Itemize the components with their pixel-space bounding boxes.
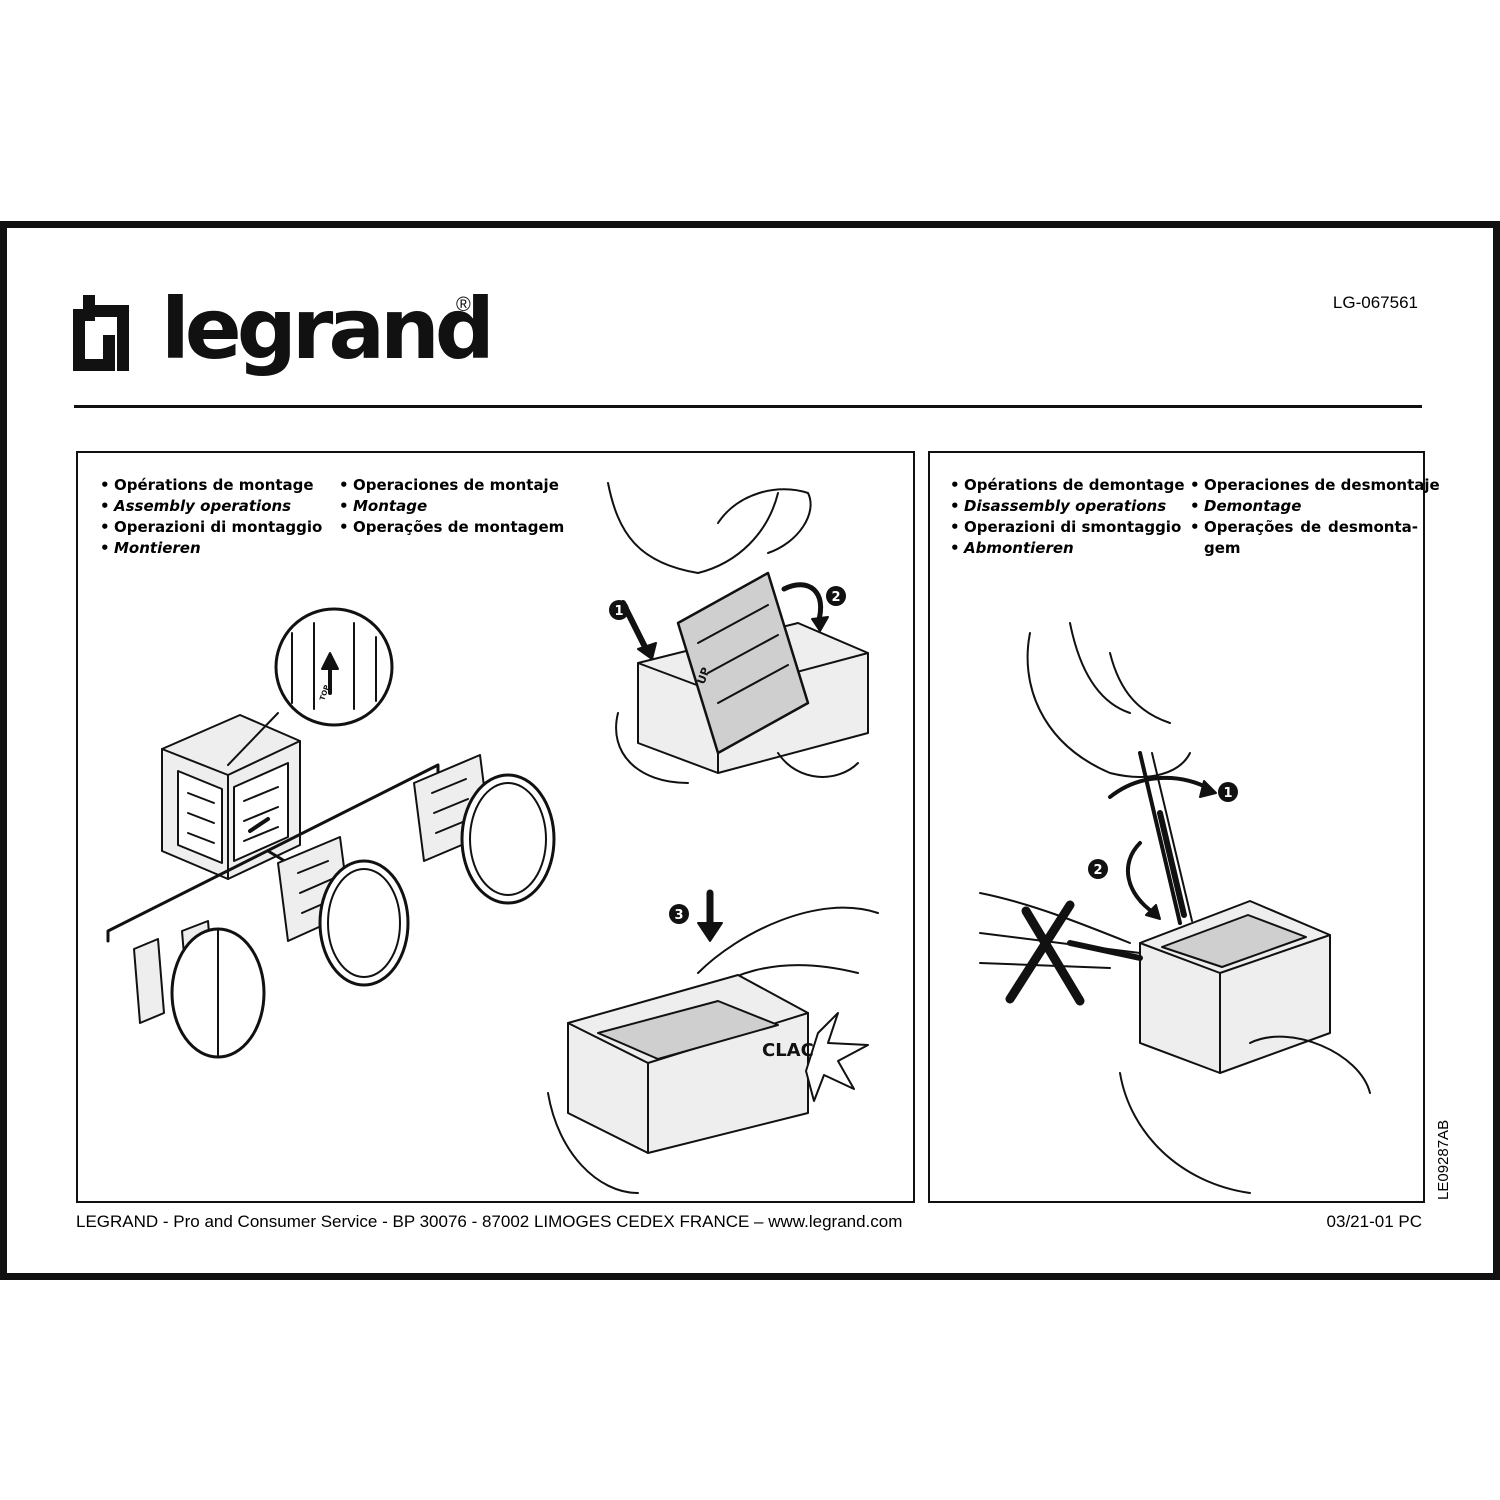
disassembly-title-it: Operazioni di smontaggio xyxy=(950,517,1185,538)
rotation-arrows xyxy=(1108,775,1217,920)
disassembly-panel: Opérations de demontage Disassembly oper… xyxy=(928,451,1440,1203)
up-label: UP xyxy=(695,666,713,686)
step-number-1: 1 xyxy=(1223,786,1232,801)
assembly-title-it: Operazioni di montaggio xyxy=(100,517,322,538)
step-marker-2: 2 xyxy=(826,586,846,606)
header-rule xyxy=(74,405,1422,408)
step-number-3: 3 xyxy=(674,908,683,923)
step-number-2: 2 xyxy=(831,590,840,605)
disassembly-title-pt: Operações de desmonta-gem xyxy=(1190,517,1418,559)
assembly-title-nl: Montage xyxy=(339,496,564,517)
document-code: LE09287AB xyxy=(1430,1104,1460,1200)
registered-mark: ® xyxy=(456,294,471,316)
step-marker-1: 1 xyxy=(1218,782,1238,802)
mechanism-overview xyxy=(161,607,394,880)
disassembly-title-en: Disassembly operations xyxy=(950,496,1185,517)
disassembly-title-es: Operaciones de desmontaje xyxy=(1190,475,1440,496)
base-mechanism xyxy=(1119,900,1371,1194)
logo-wordmark: legrand xyxy=(161,280,495,378)
disassembly-title-nl: Demontage xyxy=(1190,496,1418,517)
instruction-sheet xyxy=(0,221,1500,1280)
assembly-panel: Opérations de montage Assembly operation… xyxy=(76,451,915,1203)
step-insert-illustration xyxy=(607,482,869,784)
disassembly-titles-col1: Opérations de demontage Disassembly oper… xyxy=(950,475,1185,559)
step-number-2: 2 xyxy=(1093,863,1102,878)
disassembly-title-de: Abmontieren xyxy=(950,538,1185,559)
step-marker-2: 2 xyxy=(1088,859,1108,879)
assembly-title-en: Assembly operations xyxy=(100,496,322,517)
assembly-title-es: Operaciones de montaje xyxy=(339,475,564,496)
wrong-method-crossed xyxy=(979,892,1143,1006)
footer-date: 03/21-01 PC xyxy=(1326,1212,1422,1231)
document-code-text: LE09287AB xyxy=(1435,1119,1452,1200)
assembly-title-pt: Operações de montagem xyxy=(339,517,564,538)
disassembly-illustration: 1 2 xyxy=(979,622,1371,1194)
assembly-titles-col2: Operaciones de montaje Montage Operações… xyxy=(339,475,564,538)
legrand-logo: legrand ® xyxy=(73,287,495,403)
option-bracket xyxy=(106,763,440,943)
hand-with-screwdriver xyxy=(1026,622,1193,925)
footer-address: LEGRAND - Pro and Consumer Service - BP … xyxy=(76,1212,903,1231)
disassembly-title-fr: Opérations de demontage xyxy=(950,475,1185,496)
assembly-title-fr: Opérations de montage xyxy=(100,475,322,496)
product-reference: LG-067561 xyxy=(1332,293,1418,312)
assembly-illustration: 1 2 3 CLAC UP TOP xyxy=(106,482,879,1194)
clac-label: CLAC xyxy=(762,1040,814,1061)
disassembly-titles-col2: Operaciones de desmontaje Demontage Oper… xyxy=(1190,475,1440,559)
step-marker-1: 1 xyxy=(609,600,629,620)
step-clip-illustration xyxy=(547,889,879,1194)
assembly-titles-col1: Opérations de montage Assembly operation… xyxy=(100,475,322,559)
assembly-title-de: Montieren xyxy=(100,538,322,559)
step-marker-3: 3 xyxy=(669,904,689,924)
step-number-1: 1 xyxy=(614,604,623,619)
legrand-mark-icon xyxy=(73,295,129,371)
option-double-rocker xyxy=(133,920,266,1059)
option-single-rocker xyxy=(277,836,410,987)
option-single-rocker-large xyxy=(413,754,556,905)
